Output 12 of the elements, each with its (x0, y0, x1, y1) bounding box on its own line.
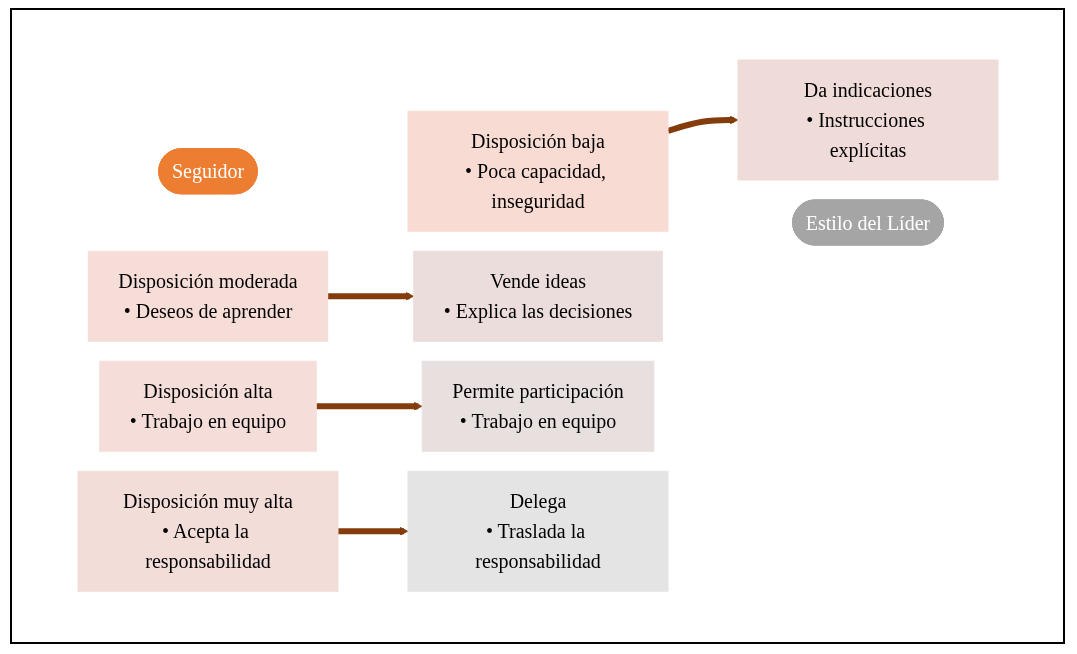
arrow (666, 116, 738, 135)
node-box: Vende ideas • Explica las decisiones (412, 251, 663, 343)
arrow (337, 527, 408, 537)
node-box: Disposición alta • Trabajo en equipo (98, 361, 317, 453)
node-box: Disposición baja • Poca capacidad, inseguridad (407, 111, 668, 233)
node-box: Delega • Traslada la responsabilidad (407, 471, 668, 593)
arrow (315, 402, 423, 412)
arrow (327, 292, 414, 301)
node-box: Disposición moderada • Deseos de aprender (87, 251, 328, 343)
node-box: Da indicaciones • Instrucciones explícitas (737, 59, 998, 181)
node-box: Permite participación • Trabajo en equipo (421, 361, 654, 453)
node-box: Disposición muy alta • Acepta la responsabilidad (77, 471, 338, 593)
